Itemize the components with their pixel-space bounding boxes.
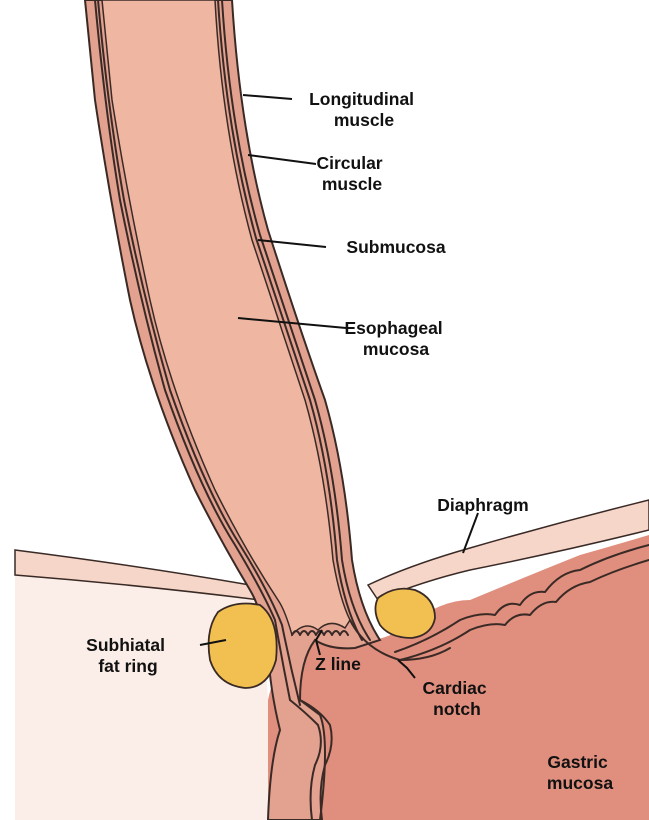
- label-esophageal-mucosa-line-2: mucosa: [363, 339, 429, 359]
- label-longitudinal-muscle-line-2: muscle: [334, 110, 395, 130]
- label-circular-muscle-line-1: Circular: [316, 153, 382, 173]
- label-circular-muscle: Circular muscle: [316, 153, 387, 194]
- fat-ring-right: [375, 589, 435, 638]
- label-gastric-mucosa-line-1: Gastric: [547, 752, 608, 772]
- fat-ring-left: [209, 604, 277, 688]
- label-z-line: Z line: [315, 654, 361, 674]
- label-cardiac-notch-line-1: Cardiac: [422, 678, 486, 698]
- label-z-line-line-1: Z line: [315, 654, 361, 674]
- label-subhiatal-fat-ring-line-1: Subhiatal: [86, 635, 165, 655]
- label-gastric-mucosa-line-2: mucosa: [547, 773, 613, 793]
- label-submucosa: Submucosa: [346, 237, 445, 257]
- label-longitudinal-muscle-line-1: Longitudinal: [309, 89, 414, 109]
- label-submucosa-line-1: Submucosa: [346, 237, 445, 257]
- label-subhiatal-fat-ring-line-2: fat ring: [98, 656, 157, 676]
- label-circular-muscle-line-2: muscle: [322, 174, 383, 194]
- label-diaphragm-line-1: Diaphragm: [437, 495, 528, 515]
- label-subhiatal-fat-ring: Subhiatal fat ring: [86, 635, 170, 676]
- label-esophageal-mucosa-line-1: Esophageal: [344, 318, 442, 338]
- label-cardiac-notch-line-2: notch: [433, 699, 481, 719]
- label-diaphragm: Diaphragm: [437, 495, 528, 515]
- label-gastric-mucosa: Gastric mucosa: [547, 752, 613, 793]
